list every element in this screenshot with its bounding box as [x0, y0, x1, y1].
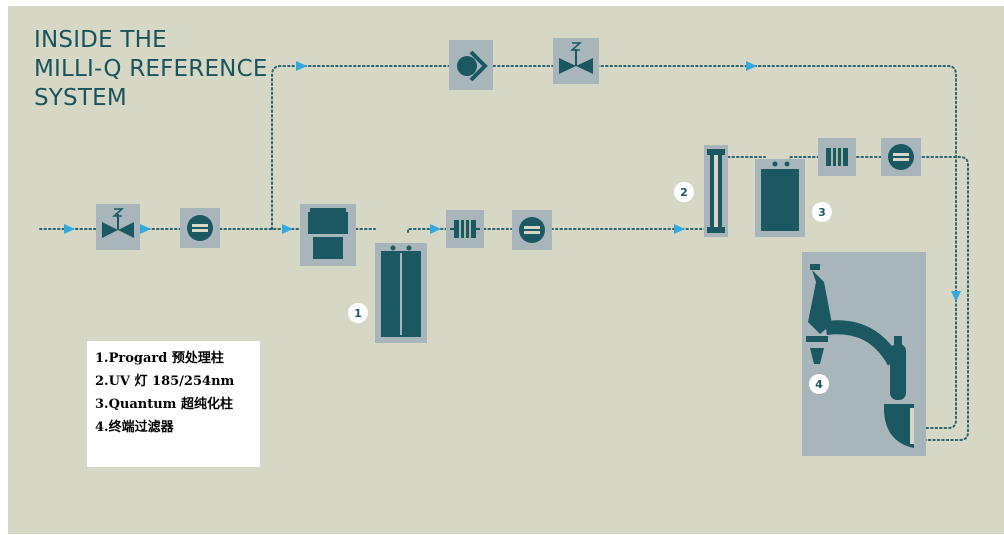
pump-icon: [449, 40, 493, 90]
valve-icon: [96, 204, 140, 250]
arrow-top-1: [296, 61, 307, 71]
flow-line-bypass-up: [271, 65, 301, 230]
arrow-inlet-1: [64, 224, 75, 234]
flow-line-sensor-return: [914, 156, 969, 441]
flow-sensor-icon: [881, 138, 921, 176]
dispenser-icon: [802, 252, 926, 456]
marker-4-label: 4: [815, 378, 823, 391]
flow-arrows: [64, 61, 961, 302]
flow-sensor-icon: [512, 210, 552, 250]
filter-icon: [446, 210, 484, 248]
title-line-3: SYSTEM: [34, 85, 127, 111]
legend-item-1: 1.Progard 预处理柱: [95, 351, 224, 366]
marker-1: 1: [348, 303, 368, 323]
title-line-2: MILLI-Q REFERENCE: [34, 56, 268, 82]
legend-item-2: 2.UV 灯 185/254nm: [95, 374, 235, 389]
arrow-inlet-2: [140, 224, 151, 234]
marker-4: 4: [809, 374, 829, 394]
progard-cartridge-icon: [375, 243, 427, 343]
valve-icon: [553, 38, 599, 84]
arrow-top-2: [746, 61, 757, 71]
filter-icon: [818, 138, 856, 176]
uv-lamp-icon: [704, 145, 728, 237]
marker-2: 2: [674, 182, 694, 202]
title-line-1: INSIDE THE: [34, 27, 167, 53]
marker-3: 3: [812, 202, 832, 222]
marker-3-label: 3: [818, 206, 826, 219]
arrow-down: [951, 291, 961, 302]
flow-line-top: [299, 65, 957, 429]
marker-1-label: 1: [354, 307, 362, 320]
flow-line-after-progard: [407, 228, 449, 233]
legend-item-4: 4.终端过滤器: [95, 420, 174, 435]
pretreatment-unit-icon: [300, 204, 356, 266]
arrow-mid-1: [430, 224, 441, 234]
diagram-title: INSIDE THE MILLI-Q REFERENCE SYSTEM: [34, 26, 268, 113]
arrow-mid-2: [674, 224, 685, 234]
legend-item-3: 3.Quantum 超纯化柱: [95, 397, 233, 412]
marker-2-label: 2: [680, 186, 688, 199]
quantum-cartridge-icon: [755, 159, 805, 237]
arrow-inlet-3: [282, 224, 293, 234]
flow-sensor-icon: [180, 208, 220, 248]
legend-box: 1.Progard 预处理柱 2.UV 灯 185/254nm 3.Quantu…: [87, 341, 260, 467]
